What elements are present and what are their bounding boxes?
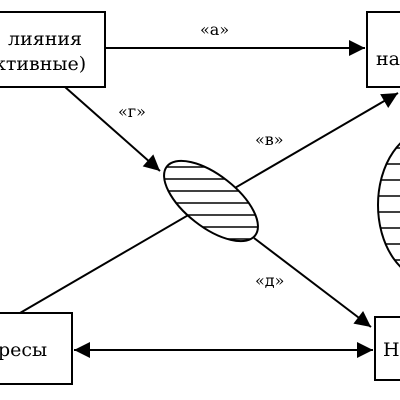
arrow-g-segment [64,86,161,172]
label-v: «в» [255,130,284,149]
label-g: «г» [118,102,146,121]
box-top-right [366,11,400,88]
central-hatched-ellipse [150,159,272,243]
label-a: «а» [200,20,229,39]
box-bottom-left [0,312,73,385]
arrow-d [253,237,372,328]
right-hatched-sphere [377,142,400,268]
label-d: «д» [255,271,284,290]
box-bottom-right-text: Н [383,339,400,361]
box-bottom-right [374,316,400,381]
box-top-left [0,11,106,88]
box-top-left-line1: лияния [8,28,82,50]
box-top-right-text: на [376,48,400,70]
box-top-left-line2: ктивные) [0,53,86,75]
box-bottom-left-text: ресы [0,339,47,361]
